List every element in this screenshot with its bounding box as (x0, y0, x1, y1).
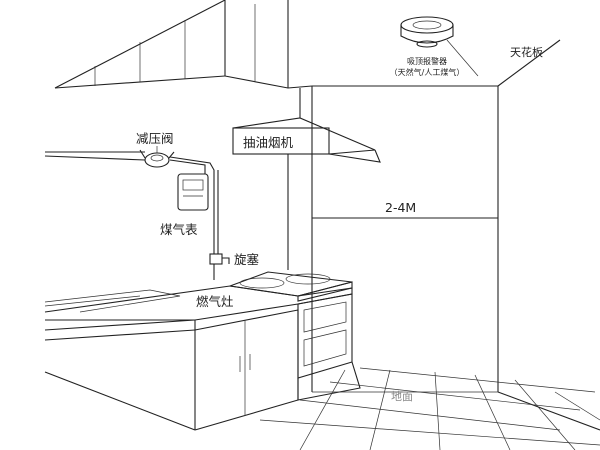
floor-grid-v5 (514, 379, 576, 450)
pipe-lower-left (44, 155, 146, 161)
left-cabinet-bottom (44, 371, 196, 431)
floor-grid-v3 (434, 371, 441, 450)
countertop-front-lower (44, 319, 196, 331)
valve-handle-icon (209, 253, 230, 280)
counter-and-cabinets (44, 285, 361, 431)
range-hood-top (232, 117, 376, 155)
floor-grid-h4 (259, 419, 600, 446)
smoke-detector-icon (400, 16, 454, 48)
range-hood-label: 抽油烟机 (243, 135, 294, 150)
detector-label-line2: （天然气/人工煤气） (390, 67, 465, 77)
drawer-top (303, 301, 347, 333)
sink-outline (44, 289, 181, 313)
floor-grid-h2 (329, 381, 581, 411)
drawer-bottom (303, 329, 347, 367)
range-hood-side (328, 149, 381, 163)
ceiling-right-edge (497, 39, 561, 87)
gas-meter-icon (177, 173, 209, 211)
gas-stove (229, 271, 353, 302)
pipe-to-meter (169, 159, 206, 174)
stove-burner-right (285, 273, 331, 285)
detector-label-line1: 吸顶报警器 (407, 56, 447, 66)
front-cabinet-box (194, 309, 299, 431)
ceiling-leader (446, 39, 479, 77)
gas-meter-label: 煤气表 (160, 222, 198, 237)
floor-label: 地面 (391, 390, 413, 403)
upper-cabinets (54, 0, 313, 89)
sink-inner (44, 295, 141, 307)
stove-burner-left (239, 277, 285, 289)
floor-tiles (259, 367, 600, 450)
drawer-base (297, 361, 361, 401)
range-hood (232, 88, 381, 270)
pressure-valve-label: 减压阀 (136, 131, 174, 146)
ceiling-label: 天花板 (510, 45, 543, 59)
cabinet-bottom-right (224, 75, 313, 89)
distance-label: 2-4M (385, 200, 416, 215)
gas-stove-label: 燃气灶 (196, 294, 234, 309)
floor-grid-v1 (299, 369, 346, 450)
floor-grid-v4 (474, 374, 511, 450)
gas-piping (44, 151, 219, 254)
front-cabinet-handles (239, 354, 251, 372)
pipe-to-valve (169, 156, 215, 254)
labels: 吸顶报警器 （天然气/人工煤气） 天花板 抽油烟机 减压阀 煤气表 旋塞 燃气灶… (136, 45, 543, 403)
floor-right-edge (497, 391, 600, 431)
range-hood-front-panel (232, 127, 330, 155)
countertop (44, 285, 353, 321)
room-structure (311, 39, 600, 431)
left-cabinet-top (44, 329, 196, 341)
floor-grid-v2 (369, 369, 391, 450)
floor-grid-h1 (299, 399, 561, 431)
floor-grid-v6 (554, 391, 600, 421)
valve-label: 旋塞 (234, 252, 260, 267)
